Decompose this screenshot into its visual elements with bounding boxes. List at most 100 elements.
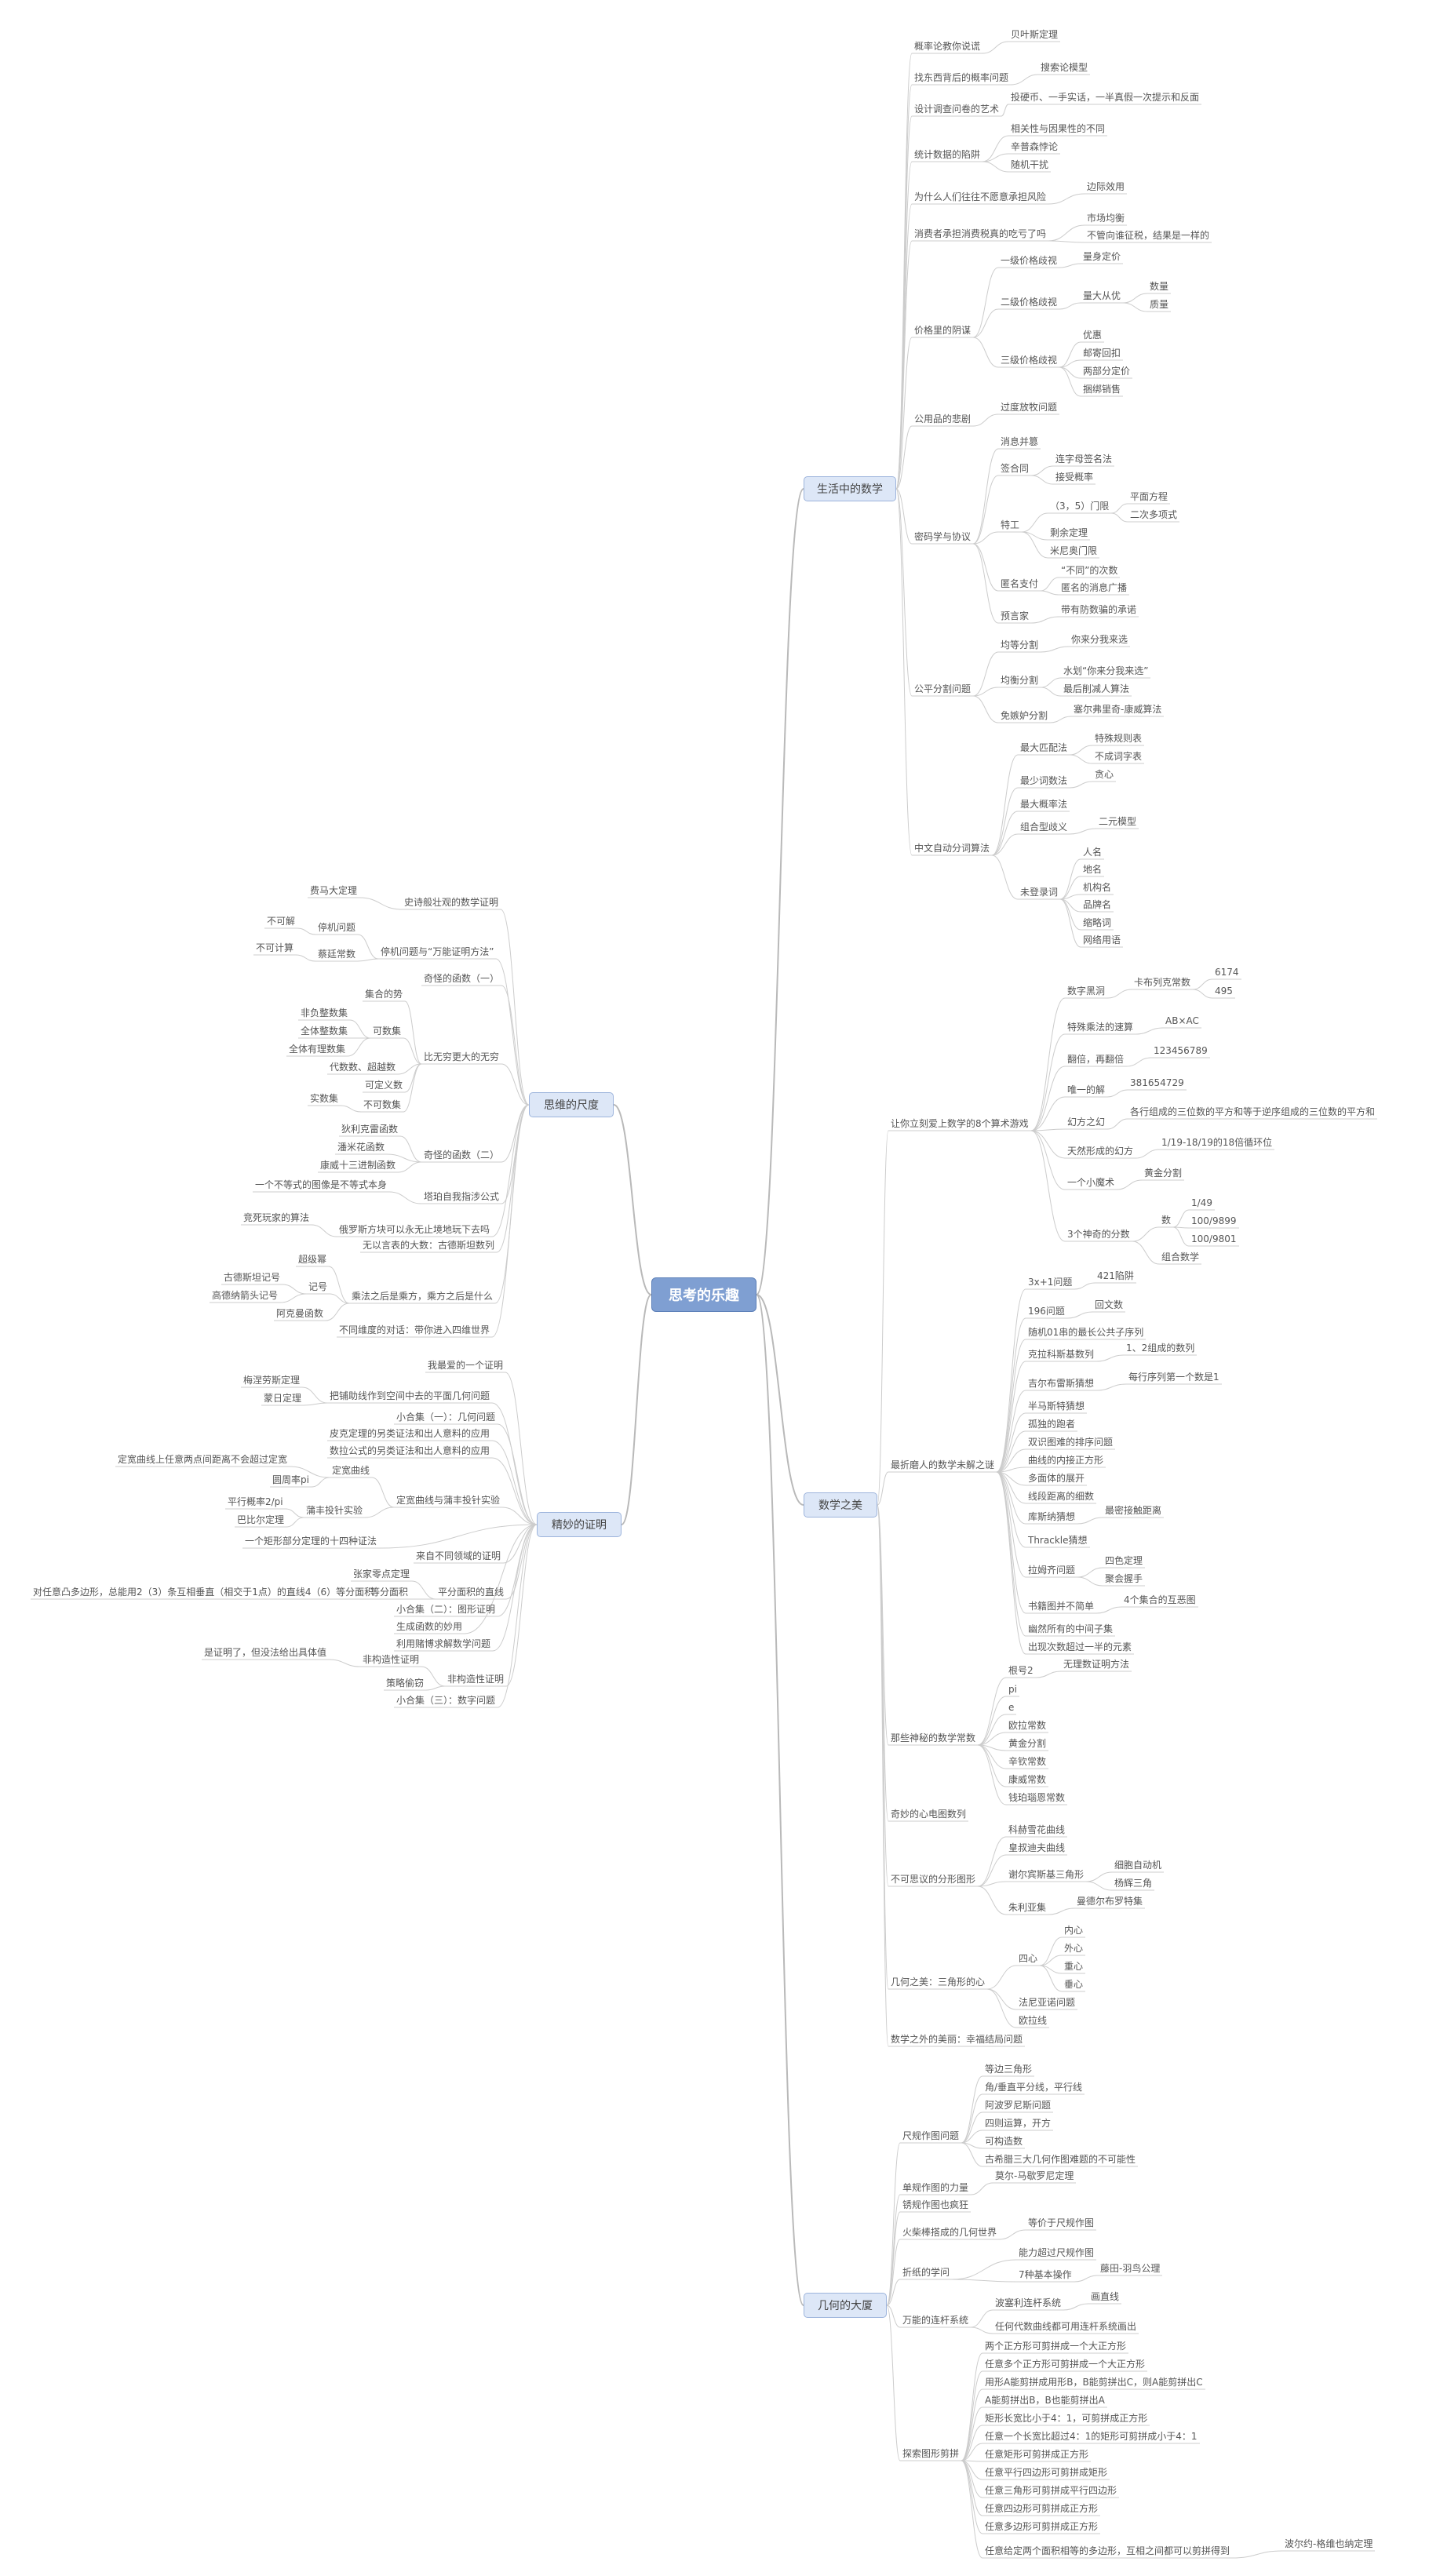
mindmap-node-life-trap-c2[interactable]: 辛普森悖论 [1011, 141, 1059, 152]
mindmap-node-thinking-d5[interactable]: 不可数集 [363, 1099, 402, 1110]
mindmap-node-thinking-h1[interactable]: 超级幂 [298, 1254, 327, 1265]
mindmap-node-geometry-d11[interactable]: 任意多边形可剪拼成正方形 [985, 2521, 1099, 2532]
mindmap-node-life-fair[interactable]: 公平分割问题 [914, 683, 972, 694]
mindmap-node-proof-j[interactable]: 生成函数的妙用 [396, 1621, 463, 1632]
mindmap-node-geometry-d12a[interactable]: 波尔约-格维也纳定理 [1285, 2538, 1373, 2549]
mindmap-node-proof-f2b[interactable]: 巴比尔定理 [237, 1514, 285, 1525]
mindmap-node-beauty-t2[interactable]: 法尼亚诺问题 [1019, 1997, 1076, 2008]
mindmap-node-proof-l2[interactable]: 策略偷窃 [386, 1678, 425, 1689]
mindmap-node-beauty-c1[interactable]: 根号2 [1008, 1665, 1034, 1676]
mindmap-node-thinking-e[interactable]: 奇怪的函数（二） [424, 1150, 500, 1160]
mindmap-node-beauty-p4[interactable]: 克拉科斯基数列 [1028, 1349, 1095, 1360]
mindmap-node-geometry-ruler[interactable]: 尺规作图问题 [902, 2130, 960, 2141]
mindmap-node-life-crypto-a[interactable]: 消息并篡 [1001, 436, 1039, 447]
mindmap-node-life-cws-d[interactable]: 组合型歧义 [1020, 822, 1068, 833]
mindmap-node-thinking-d1[interactable]: 集合的势 [365, 989, 403, 1000]
mindmap-node-beauty-p5a[interactable]: 每行序列第一个数是1 [1128, 1372, 1219, 1383]
mindmap-node-geometry-d8[interactable]: 任意平行四边形可剪拼成矩形 [985, 2467, 1108, 2478]
mindmap-node-geometry-r6[interactable]: 古希腊三大几何作图难题的不可能性 [985, 2154, 1136, 2165]
mindmap-node-life-crypto-c[interactable]: 特工 [1001, 519, 1020, 530]
mindmap-node-proof-f1b[interactable]: 圆周率pi [272, 1474, 309, 1485]
mindmap-node-beauty-g8a3[interactable]: 100/9801 [1191, 1233, 1237, 1244]
mindmap-node-life-cws-a[interactable]: 最大匹配法 [1020, 742, 1068, 753]
mindmap-node-proof-g[interactable]: 来自不同领域的证明 [416, 1550, 501, 1561]
mindmap-node-thinking-b1a[interactable]: 不可解 [267, 916, 296, 927]
mindmap-node-beauty-g8b[interactable]: 组合数学 [1161, 1252, 1200, 1262]
mindmap-node-beauty-c4[interactable]: 欧拉常数 [1008, 1720, 1047, 1731]
mindmap-node-proof-k[interactable]: 利用赌博求解数学问题 [396, 1638, 491, 1649]
mindmap-node-geometry-fold[interactable]: 折纸的学问 [902, 2267, 950, 2278]
mindmap-node-thinking-c[interactable]: 奇怪的函数（一） [424, 973, 500, 984]
mindmap-node-geometry-d7[interactable]: 任意矩形可剪拼成正方形 [985, 2449, 1089, 2460]
mindmap-node-life-shoes[interactable]: 找东西背后的概率问题 [914, 72, 1009, 83]
mindmap-node-beauty-g5[interactable]: 幻方之幻 [1067, 1117, 1106, 1128]
mindmap-node-beauty-f1[interactable]: 科赫雪花曲线 [1008, 1824, 1066, 1835]
mindmap-node-proof-a[interactable]: 我最爱的一个证明 [428, 1360, 504, 1371]
mindmap-node-beauty-g2[interactable]: 特殊乘法的速算 [1067, 1022, 1134, 1033]
mindmap-node-beauty-fractals[interactable]: 不可思议的分形图形 [891, 1874, 976, 1885]
mindmap-node-life-cws-e5[interactable]: 缩略词 [1083, 917, 1112, 928]
branch-thinking-scale[interactable]: 思维的尺度 [529, 1092, 614, 1117]
mindmap-node-proof-e[interactable]: 数拉公式的另类证法和出人意料的应用 [330, 1445, 490, 1456]
mindmap-node-thinking-e3[interactable]: 康威十三进制函数 [320, 1160, 396, 1171]
mindmap-node-beauty-g3[interactable]: 翻倍，再翻倍 [1067, 1054, 1125, 1065]
mindmap-node-thinking-g1a[interactable]: 竞死玩家的算法 [243, 1212, 310, 1223]
mindmap-node-beauty-p3[interactable]: 随机01串的最长公共子序列 [1028, 1327, 1144, 1338]
mindmap-node-life-cws-d1[interactable]: 二元模型 [1099, 816, 1137, 827]
mindmap-node-life-crypto-d2[interactable]: 匿名的消息广播 [1061, 582, 1128, 593]
mindmap-node-geometry-d3[interactable]: 用形A能剪拼成用形B，B能剪拼出C，则A能剪拼出C [985, 2377, 1203, 2388]
mindmap-node-geometry-match-a[interactable]: 等价于尺规作图 [1028, 2217, 1095, 2228]
mindmap-node-beauty-outside[interactable]: 数学之外的美丽：幸福结局问题 [891, 2034, 1023, 2045]
branch-elegant-proof[interactable]: 精妙的证明 [537, 1512, 622, 1537]
mindmap-node-thinking-e1[interactable]: 狄利克雷函数 [341, 1124, 399, 1135]
mindmap-node-proof-l[interactable]: 非构造性证明 [447, 1674, 505, 1685]
mindmap-node-beauty-g8a[interactable]: 数 [1161, 1215, 1172, 1226]
mindmap-node-beauty-p6[interactable]: 半马斯特猜想 [1028, 1401, 1085, 1412]
mindmap-node-life-crypto-b[interactable]: 签合同 [1001, 463, 1030, 474]
mindmap-node-geometry-r1[interactable]: 等边三角形 [985, 2064, 1033, 2075]
mindmap-node-proof-b2[interactable]: 蒙日定理 [264, 1393, 302, 1404]
mindmap-node-life-crypto-e1[interactable]: 带有防数骗的承诺 [1061, 604, 1137, 615]
branch-geometry-building[interactable]: 几何的大厦 [804, 2293, 887, 2318]
mindmap-node-beauty-g5a[interactable]: 各行组成的三位数的平方和等于逆序组成的三位数的平方和 [1130, 1106, 1376, 1117]
mindmap-node-beauty-puzzles[interactable]: 最折磨人的数学未解之谜 [891, 1459, 995, 1470]
mindmap-node-beauty-p10[interactable]: 多面体的展开 [1028, 1473, 1085, 1484]
mindmap-node-beauty-t1b[interactable]: 外心 [1064, 1943, 1084, 1954]
mindmap-node-life-survey[interactable]: 设计调查问卷的艺术 [914, 104, 1000, 115]
mindmap-node-beauty-g6a[interactable]: 1/19-18/19的18倍循环位 [1161, 1137, 1273, 1148]
mindmap-node-proof-h[interactable]: 平分面积的直线 [438, 1587, 505, 1598]
mindmap-node-geometry-d6[interactable]: 任意一个长宽比超过4：1的矩形可剪拼成小于4：1 [985, 2431, 1198, 2442]
mindmap-node-life-trap-c3[interactable]: 随机干扰 [1011, 159, 1049, 170]
mindmap-node-life-crypto-c3[interactable]: 米尼奥门限 [1050, 545, 1098, 556]
mindmap-node-life-price-p2cc2[interactable]: 质量 [1150, 299, 1169, 310]
mindmap-node-geometry-fold-b[interactable]: 7种基本操作 [1019, 2269, 1072, 2280]
mindmap-node-beauty-p7[interactable]: 孤独的跑者 [1028, 1419, 1076, 1430]
mindmap-node-geometry-d9[interactable]: 任意三角形可剪拼成平行四边形 [985, 2485, 1117, 2496]
mindmap-node-life-crypto-c2[interactable]: 剩余定理 [1050, 527, 1088, 538]
mindmap-node-life-crypto-c1b[interactable]: 二次多项式 [1130, 509, 1178, 520]
mindmap-node-beauty-c7[interactable]: 康威常数 [1008, 1774, 1047, 1785]
mindmap-node-proof-g1[interactable]: 一个矩形部分定理的十四种证法 [245, 1536, 377, 1547]
mindmap-node-life-lottery-c[interactable]: 贝叶斯定理 [1011, 29, 1059, 40]
mindmap-node-life-fair-a1[interactable]: 你来分我来选 [1071, 634, 1128, 645]
mindmap-node-life-price-p1[interactable]: 一级价格歧视 [1001, 255, 1058, 266]
mindmap-node-life-price[interactable]: 价格里的阴谋 [914, 325, 972, 336]
mindmap-node-thinking-e2[interactable]: 潘米花函数 [337, 1142, 385, 1153]
mindmap-node-life-cws-e6[interactable]: 网络用语 [1083, 935, 1121, 946]
mindmap-node-life-tax-c2[interactable]: 不管向谁征税，结果是一样的 [1087, 230, 1210, 241]
mindmap-node-geometry-r4[interactable]: 四则运算，开方 [985, 2118, 1052, 2129]
mindmap-node-life-crypto-b1[interactable]: 连字母签名法 [1055, 454, 1113, 465]
mindmap-node-beauty-t1a[interactable]: 内心 [1064, 1925, 1084, 1936]
mindmap-node-beauty-c1a[interactable]: 无理数证明方法 [1063, 1659, 1130, 1670]
mindmap-node-beauty-g3a[interactable]: 123456789 [1154, 1045, 1208, 1056]
mindmap-node-life-lottery[interactable]: 概率论教你说谎 [914, 41, 981, 52]
mindmap-node-proof-i[interactable]: 小合集（二）：图形证明 [396, 1604, 496, 1615]
mindmap-node-proof-h1[interactable]: 张家零点定理 [353, 1569, 410, 1579]
mindmap-node-geometry-r2[interactable]: 角/垂直平分线，平行线 [985, 2082, 1083, 2093]
mindmap-node-thinking-b2[interactable]: 蔡廷常数 [318, 949, 356, 960]
mindmap-node-thinking-g[interactable]: 俄罗斯方块可以永无止境地玩下去吗 [339, 1224, 490, 1235]
mindmap-node-life-cws-a1[interactable]: 特殊规则表 [1095, 733, 1143, 744]
mindmap-node-life-fair-b2[interactable]: 最后削减人算法 [1063, 683, 1130, 694]
mindmap-node-beauty-p2[interactable]: 196问题 [1028, 1306, 1065, 1317]
mindmap-node-geometry-d5[interactable]: 矩形长宽比小于4：1，可剪拼成正方形 [985, 2413, 1148, 2424]
